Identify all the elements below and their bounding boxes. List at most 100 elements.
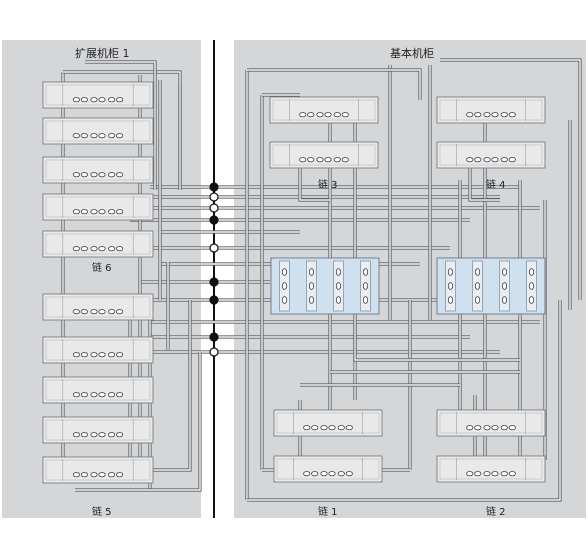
port: [341, 157, 349, 163]
junction-dot-filled: [209, 182, 219, 192]
port: [328, 425, 336, 431]
controller-port: [474, 296, 481, 304]
shelf-bezel: [45, 419, 151, 441]
port: [116, 97, 124, 103]
cable: [354, 320, 520, 361]
junction-dot-filled: [209, 332, 219, 342]
port: [98, 97, 106, 103]
port: [491, 425, 499, 431]
port: [98, 472, 106, 478]
port: [303, 471, 311, 477]
port: [108, 246, 116, 252]
port: [500, 157, 508, 163]
controller-port: [528, 282, 535, 290]
port: [72, 133, 81, 139]
port: [90, 309, 98, 315]
shelf-bezel: [439, 99, 543, 121]
shelf-body: [273, 409, 383, 437]
shelf-body: [42, 81, 154, 109]
controller-port: [362, 296, 369, 304]
port: [333, 112, 341, 118]
shelf-body: [269, 141, 379, 169]
port: [108, 392, 116, 398]
port: [116, 172, 124, 178]
expansion-shelf-chain6-4: [42, 193, 154, 221]
controller-port: [335, 268, 342, 276]
chain-4-label: 链 4: [486, 180, 506, 191]
shelf-body: [273, 455, 383, 483]
controller-port: [474, 268, 481, 276]
port: [108, 133, 116, 139]
port: [80, 133, 89, 139]
port: [341, 112, 349, 118]
shelf-body: [42, 416, 154, 444]
port: [508, 471, 516, 477]
port: [108, 352, 116, 358]
port: [316, 157, 324, 163]
chain-2-label: 链 2: [486, 507, 506, 518]
port: [80, 432, 89, 438]
port: [500, 471, 508, 477]
port: [90, 209, 98, 215]
expansion-shelf-chain6-3: [42, 156, 154, 184]
cable: [440, 59, 581, 300]
controller-port: [335, 282, 342, 290]
controller-port: [447, 282, 454, 290]
port: [320, 425, 328, 431]
controller-port: [528, 296, 535, 304]
shelf-bezel: [45, 339, 151, 361]
shelf-body: [42, 156, 154, 184]
port: [80, 246, 89, 252]
port: [98, 432, 106, 438]
port: [116, 392, 124, 398]
shelf-bezel: [45, 84, 151, 106]
port: [320, 471, 328, 477]
cable: [85, 61, 156, 190]
port: [316, 112, 324, 118]
expansion-shelf-chain6-5: [42, 230, 154, 258]
controller-port: [335, 296, 342, 304]
port: [72, 309, 81, 315]
port: [72, 246, 81, 252]
controller-port: [501, 296, 508, 304]
port: [491, 157, 499, 163]
port: [303, 425, 311, 431]
port: [98, 172, 106, 178]
controller-right: [436, 257, 546, 315]
port: [108, 209, 116, 215]
shelf-bezel: [45, 120, 151, 142]
port: [72, 352, 81, 358]
port: [72, 392, 81, 398]
port: [337, 471, 345, 477]
port: [90, 97, 98, 103]
controller-port: [281, 268, 288, 276]
expansion-cabinet-title: 扩展机柜 1: [75, 47, 130, 60]
expansion-shelf-chain6-1: [42, 81, 154, 109]
expansion-shelf-chain5-4: [42, 416, 154, 444]
port: [474, 157, 482, 163]
port: [72, 172, 81, 178]
shelf-bezel: [45, 233, 151, 255]
port: [116, 472, 124, 478]
shelf-body: [42, 293, 154, 321]
base-shelf-chain2-2: [436, 455, 546, 483]
port: [80, 472, 89, 478]
port: [345, 425, 353, 431]
shelf-bezel: [45, 379, 151, 401]
port: [307, 112, 315, 118]
port: [108, 432, 116, 438]
port: [324, 157, 332, 163]
shelf-body: [42, 230, 154, 258]
cable: [247, 300, 561, 501]
port: [466, 425, 474, 431]
port: [466, 471, 474, 477]
controller-port: [308, 268, 315, 276]
shelf-bezel: [45, 196, 151, 218]
port: [90, 172, 98, 178]
port: [90, 352, 98, 358]
controller-port: [308, 296, 315, 304]
chain-1-label: 链 1: [318, 507, 338, 518]
shelf-body: [42, 193, 154, 221]
shelf-body: [42, 336, 154, 364]
